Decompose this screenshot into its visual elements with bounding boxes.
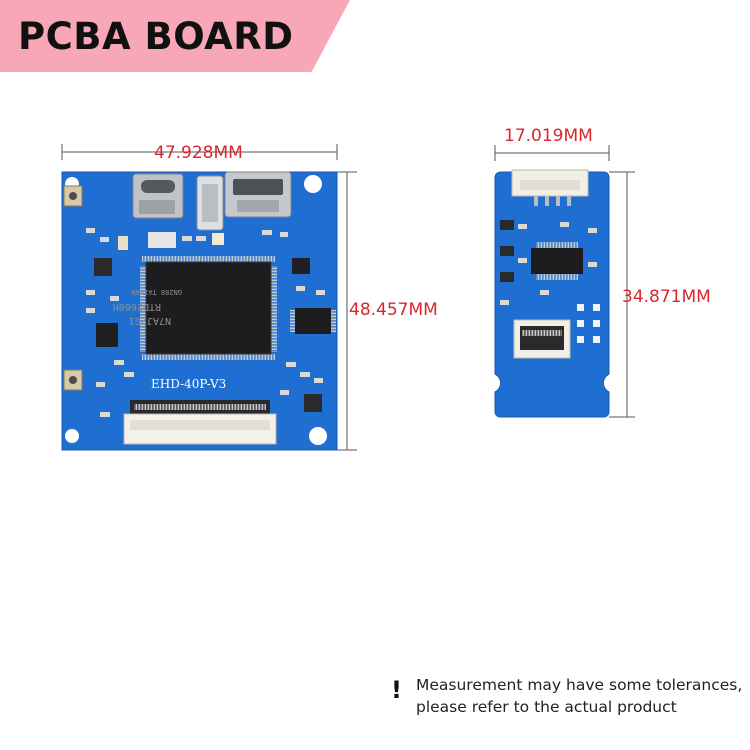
ffc-connector — [123, 400, 277, 445]
main-board-height-label: 48.457MM — [349, 300, 438, 320]
bridge-chip — [531, 242, 583, 280]
tactile-button — [63, 185, 83, 207]
tolerance-note-line-2: please refer to the actual product — [416, 698, 677, 716]
main-board-width-label: 47.928MM — [154, 143, 243, 163]
main-pcb-board: RTD2660H N7AJ2G1 GN288 TAIWAN — [61, 171, 338, 451]
power-connector — [196, 175, 224, 231]
chip-marking: N7AJ2G1 — [129, 315, 171, 326]
smd-components — [86, 228, 325, 417]
hdmi-connector — [224, 171, 292, 218]
mount-hole — [65, 429, 79, 443]
tactile-button — [63, 369, 83, 391]
mount-hole — [309, 427, 327, 445]
small-board-dimension-lines — [494, 145, 635, 418]
jst-connector — [511, 169, 589, 206]
regulator-chip — [96, 323, 118, 347]
chip-marking: GN288 TAIWAN — [131, 288, 182, 296]
chip-marking: RTD2660H — [113, 301, 161, 312]
title-banner — [0, 0, 350, 72]
regulator-chip — [292, 258, 310, 274]
board-silkscreen-label: EHD-40P-V3 — [151, 377, 226, 391]
small-pcb-board — [494, 169, 610, 418]
usb-c-connector — [132, 173, 184, 219]
small-board-height-label: 34.871MM — [622, 287, 711, 307]
small-ffc-connector — [513, 319, 571, 359]
exclamation-icon: ! — [391, 676, 402, 704]
inductor — [94, 258, 112, 276]
tolerance-note-line-1: Measurement may have some tolerances, — [416, 676, 743, 694]
main-board-dimension-lines — [61, 144, 357, 451]
small-board-width-label: 17.019MM — [504, 126, 593, 146]
secondary-chip — [290, 308, 336, 334]
mount-hole — [304, 175, 322, 193]
main-chip: RTD2660H N7AJ2G1 GN288 TAIWAN — [113, 256, 277, 360]
test-pads — [577, 304, 600, 343]
inductor — [304, 394, 322, 412]
small-board-smd — [500, 220, 597, 305]
page-title: PCBA BOARD — [18, 15, 294, 58]
